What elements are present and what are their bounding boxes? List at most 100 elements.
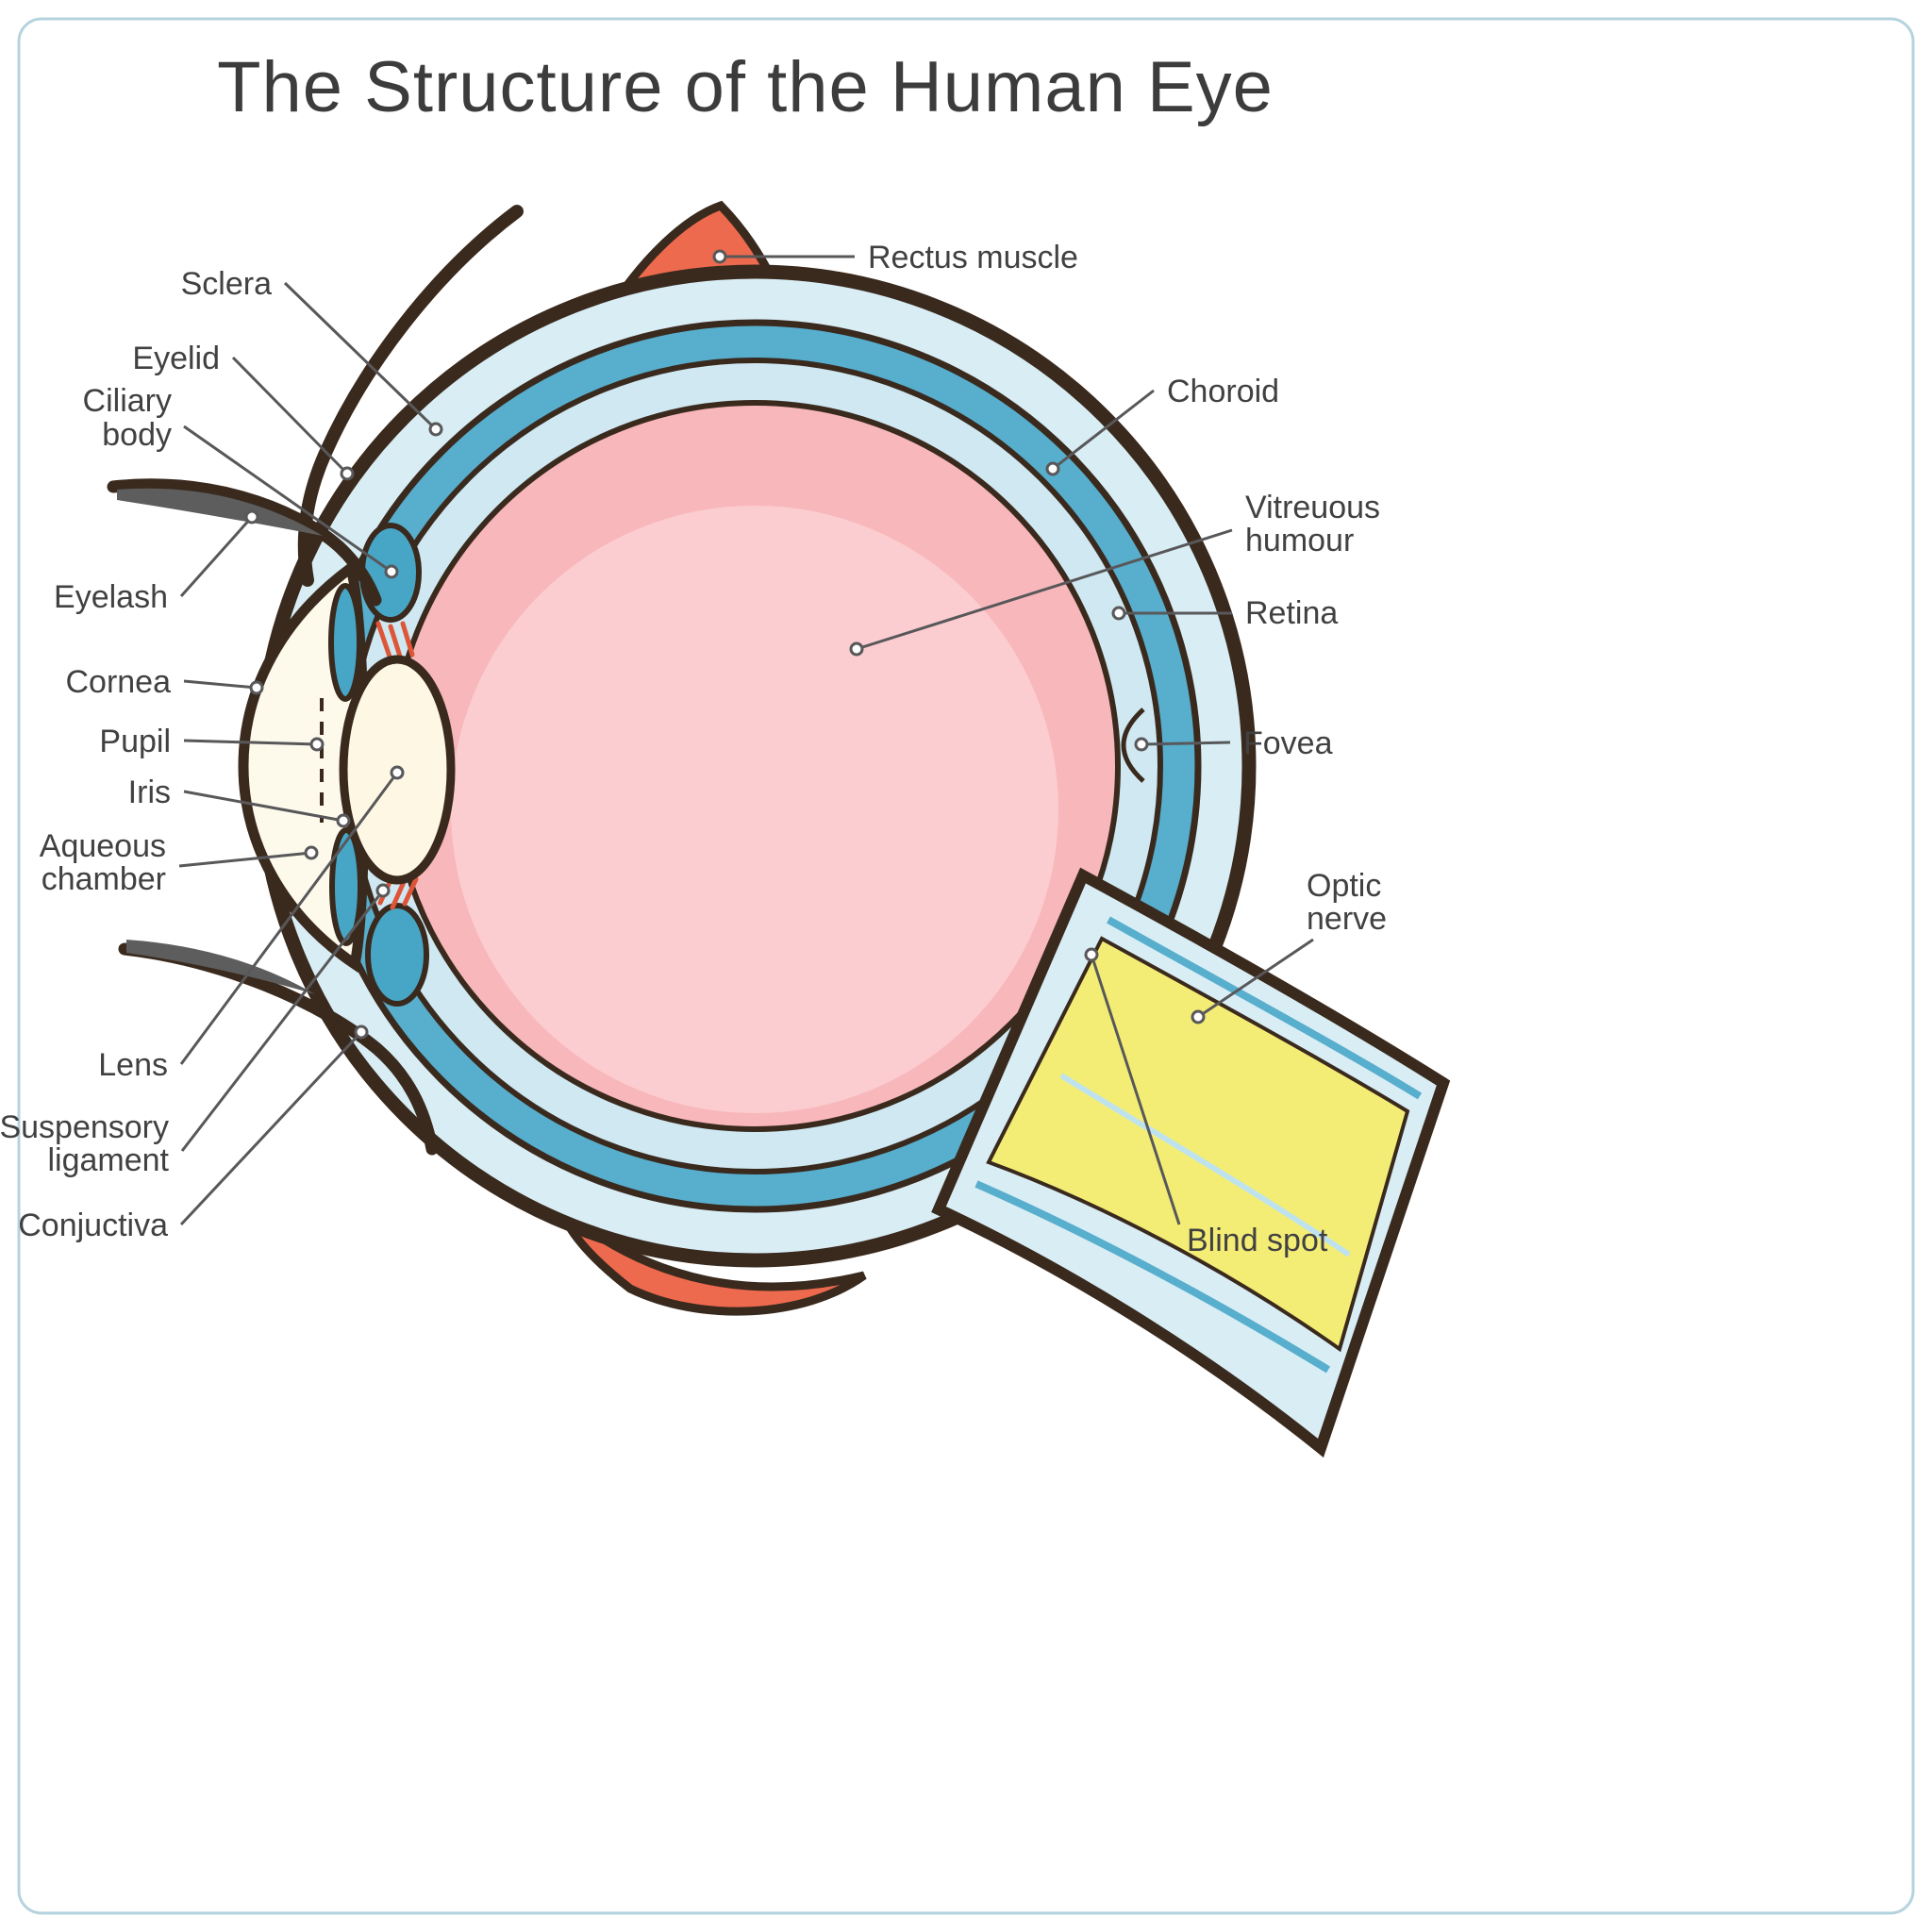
iris-bottom <box>329 827 363 946</box>
leader-line <box>1141 741 1231 746</box>
leader-line <box>183 425 392 574</box>
leader-aqueous-chamber <box>178 845 319 868</box>
label-vitreuous-humour-line1: Vitreuous <box>1245 490 1380 525</box>
label-blind-spot: Blind spot <box>1187 1223 1328 1258</box>
leader-suspensory-ligament <box>180 883 391 1152</box>
leader-line <box>180 890 385 1152</box>
ligament-fiber <box>375 621 392 659</box>
optic-nerve <box>931 867 1451 1458</box>
leader-line <box>183 739 318 746</box>
leader-dot <box>309 737 325 752</box>
leader-line <box>183 790 344 823</box>
leader-retina <box>1111 606 1232 621</box>
optic-nerve-inner-line <box>1059 1073 1351 1257</box>
leader-line <box>1197 938 1314 1019</box>
leader-line <box>183 679 258 690</box>
label-conjuctiva: Conjuctiva <box>18 1208 168 1243</box>
leader-line <box>178 851 312 868</box>
label-iris: Iris <box>128 774 171 810</box>
label-ciliary-body-line2: body <box>102 417 172 453</box>
leader-line <box>179 516 254 597</box>
fovea-pit <box>1121 708 1145 783</box>
leader-vitreuous-humour <box>849 528 1233 657</box>
leader-line <box>231 356 349 475</box>
leader-pupil <box>183 737 325 752</box>
eyelash-upper <box>117 488 323 536</box>
leader-dot <box>712 249 727 264</box>
leader-dot <box>384 564 399 579</box>
label-aqueous-chamber-line1: Aqueous <box>40 828 166 864</box>
iris-top <box>328 583 362 702</box>
leader-rectus-muscle <box>712 249 855 264</box>
leader-eyelash <box>179 509 259 597</box>
label-pupil: Pupil <box>99 724 171 759</box>
leader-dot <box>1045 461 1060 476</box>
leader-dot <box>336 813 351 828</box>
leader-eyelid <box>231 356 355 481</box>
leader-dot <box>849 641 864 657</box>
leader-dot <box>390 765 405 780</box>
ligament-fiber <box>402 876 419 907</box>
leader-dot <box>375 883 391 898</box>
label-suspensory-ligament-line1: Suspensory <box>0 1109 169 1145</box>
ligament-fiber <box>390 879 407 910</box>
leader-sclera <box>283 281 443 437</box>
leader-lens <box>179 765 405 1065</box>
leader-choroid <box>1045 389 1155 476</box>
leader-conjuctiva <box>179 1024 369 1226</box>
label-optic-nerve-line1: Optic <box>1307 868 1381 904</box>
leader-ciliary-body <box>183 425 399 579</box>
suspensory-ligament-top <box>375 621 415 662</box>
optic-nerve-stripe-top <box>1107 916 1423 1100</box>
labels: Sclera Eyelid Ciliary body Eyelash Corne… <box>0 240 1387 1258</box>
ligament-fiber <box>400 621 415 658</box>
label-fovea: Fovea <box>1243 725 1333 761</box>
anterior-segment <box>238 523 456 1007</box>
label-sclera: Sclera <box>181 266 272 302</box>
label-lens: Lens <box>98 1047 168 1083</box>
leader-line <box>856 528 1233 651</box>
label-optic-nerve-line2: nerve <box>1307 901 1387 937</box>
leader-blind-spot <box>1084 947 1181 1225</box>
eyelid-upper-margin <box>107 478 382 607</box>
optic-nerve-stripe-bottom <box>974 1180 1331 1374</box>
leader-dot <box>244 509 259 525</box>
leader-dot <box>1134 737 1149 752</box>
leader-optic-nerve <box>1191 938 1314 1024</box>
leader-fovea <box>1134 737 1231 752</box>
leader-dot <box>249 680 264 695</box>
leader-line <box>283 281 438 431</box>
page-title: The Structure of the Human Eye <box>217 47 1274 127</box>
rectus-muscle-bottom <box>556 1198 867 1316</box>
label-retina: Retina <box>1245 595 1338 631</box>
eyelash-lower <box>126 940 315 994</box>
leader-dot <box>304 845 319 860</box>
leader-line <box>1090 954 1181 1225</box>
leader-dot <box>428 422 443 437</box>
leader-line <box>179 772 399 1065</box>
leader-line <box>179 1030 363 1226</box>
leader-dot <box>1191 1009 1206 1024</box>
leader-iris <box>183 790 351 828</box>
ligament-fiber <box>388 624 404 662</box>
label-eyelash: Eyelash <box>54 579 168 615</box>
leader-line <box>1052 389 1155 471</box>
leader-dot <box>354 1024 369 1040</box>
ciliary-body-bottom <box>365 903 429 1007</box>
eyeball-layers <box>253 264 1257 1268</box>
label-aqueous-chamber-line2: chamber <box>42 861 166 897</box>
leader-dot <box>340 466 355 481</box>
leader-cornea <box>183 679 264 695</box>
label-rectus-muscle: Rectus muscle <box>868 240 1078 275</box>
label-vitreuous-humour-line2: humour <box>1245 523 1354 558</box>
leader-dot <box>1111 606 1126 621</box>
leader-dot <box>1084 947 1099 962</box>
leader-lines <box>178 249 1314 1226</box>
vitreous-highlight <box>451 506 1058 1113</box>
label-eyelid: Eyelid <box>132 341 220 376</box>
label-choroid: Choroid <box>1167 374 1279 409</box>
label-cornea: Cornea <box>65 664 171 700</box>
label-ciliary-body-line1: Ciliary <box>83 383 172 419</box>
